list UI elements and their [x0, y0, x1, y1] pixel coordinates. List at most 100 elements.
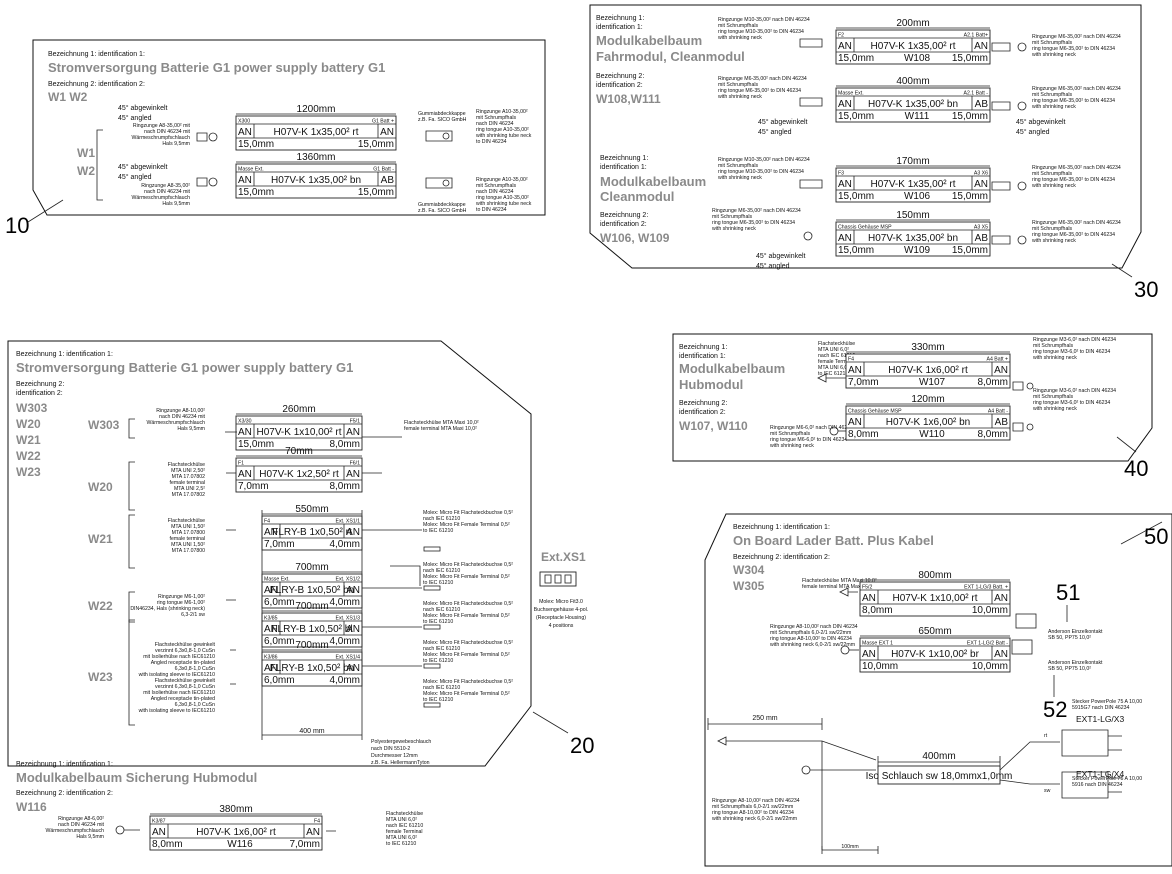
cable-length: 700mm: [295, 562, 328, 573]
p50-terms: [839, 587, 1037, 655]
note-line: MTA 17.07800: [172, 548, 205, 554]
cable-an-right: AN: [994, 649, 1008, 660]
note-line: Ringzunge M6-35,00² nach DIN 46234: [712, 208, 801, 214]
cable-id: W110: [919, 429, 945, 440]
p20-ext-label: Ext.XS1: [541, 550, 586, 564]
note-line: Molex: Micro Fit Female Terminal 0,5²: [423, 522, 510, 528]
cable-strip-left: 15,0mm: [238, 439, 274, 450]
note-line: Ringzunge A8-35,00² mit: [133, 123, 191, 129]
note-line: with shrinking neck: [1032, 52, 1076, 58]
note-line: Molex: Micro Fit Flachsteckbuchse 0,5²: [423, 640, 513, 646]
p10-ring-left-1: [196, 132, 218, 142]
note-line: with shrinking neck: [1032, 104, 1076, 110]
p30-ang-en-1: 45° angled: [758, 128, 792, 136]
note-line: Ringzunge A8-10,00² nach DIN 46234: [770, 624, 858, 630]
cable-an-left: AN: [264, 663, 278, 674]
cable-strip-right: 4,0mm: [329, 539, 360, 550]
cable-spec: H07V-K 1x35,00² rt: [870, 179, 955, 190]
note-line: with shrinking neck: [1033, 355, 1077, 361]
cable-strip-left: 7,0mm: [848, 377, 879, 388]
note-line: nach IEC 61210: [423, 646, 460, 652]
panel-10-outline: [32, 39, 546, 216]
p20-sec-bez1: Bezeichnung 1: identification 1:: [16, 761, 113, 768]
cable-an-left: AN: [838, 179, 852, 190]
cable-from: Chassis Gehäuse MSP: [838, 225, 892, 231]
note-line: to IEC 61210: [423, 580, 453, 586]
cable-an-right: AN: [346, 663, 360, 674]
cable-from: X300: [238, 119, 250, 125]
cable-label-box: [261, 612, 363, 648]
p10-ang-de-2: 45° abgewinkelt: [118, 163, 168, 171]
callout-30: 30: [1134, 277, 1158, 302]
p50-id-w305: W305: [733, 579, 765, 593]
note-line: 4 positions: [549, 623, 574, 629]
note-line: ring tongue M6-35,00² to DIN 46234: [718, 88, 801, 94]
cable-an-right: AB: [975, 99, 989, 110]
p20-dimension-400: 400 mm: [261, 510, 363, 740]
p20-row-w20: W20: [88, 480, 113, 494]
p30-bez1a-2: Bezeichnung 1:: [600, 155, 648, 162]
note-line: (Receptacle Housing): [536, 615, 586, 621]
note-line: Hals 9,5mm: [177, 426, 205, 432]
note-line: with isolating sleeve to IEC61210: [139, 708, 216, 714]
cable-label-box: [235, 415, 363, 451]
cable-spec: H07V-K 1x35,00² rt: [870, 41, 955, 52]
note-line: Wärmeschrumpfschlauch: [131, 135, 190, 141]
cable-an-left: AN: [238, 427, 252, 438]
cable-label-box: [149, 815, 323, 851]
p20-row-w21: W21: [88, 532, 113, 546]
note-line: female Terminal: [386, 829, 423, 835]
note-line: Ringzunge A8-35,00²: [141, 183, 190, 189]
cable-to: F6/1: [350, 461, 360, 467]
note-line: mit Schrumpfhals: [1032, 226, 1072, 232]
note-line: verzinnt 6,3x0,8-1,0 CuSn: [155, 648, 215, 654]
p30-bez2b-2: identification 2:: [600, 221, 647, 228]
cable-strip-left: 8,0mm: [848, 429, 879, 440]
note-line: nach IEC 61210: [423, 568, 460, 574]
cable-id: W109: [904, 245, 931, 256]
note-line: MTA UNI 6,0²: [818, 347, 849, 353]
cable-from: F4: [264, 519, 270, 525]
note-line: with shrinking tube neck: [476, 201, 532, 207]
p50-id-w304: W304: [733, 563, 765, 577]
cable-id: W116: [227, 839, 253, 850]
note-line: MTA 17.07800: [172, 530, 205, 536]
note-line: Ringzunge M3-6,0² nach DIN 46234: [1033, 337, 1116, 343]
cable-strip-right: 10,0mm: [972, 605, 1008, 616]
cable-from: Chassis Gehäuse MSP: [848, 409, 902, 415]
cable-an-right: AN: [994, 365, 1008, 376]
note-line: Ringzunge A8-10,00²: [156, 408, 205, 414]
cable-strip-left: 10,0mm: [862, 661, 898, 672]
cable-length: 330mm: [911, 342, 944, 353]
callout-10: 10: [5, 213, 29, 238]
note-line: nach IEC 61210: [818, 353, 855, 359]
panel-20: 20 Bezeichnung 1: identification 1: Stro…: [7, 340, 594, 851]
cable-an-left: AN: [264, 624, 278, 635]
note-line: with shrinking neck: [718, 35, 762, 41]
note-line: with shrinking neck 6,0-2/1 sw/22mm: [712, 816, 797, 822]
cable-spec: H07V-K 1x35,00² bn: [868, 233, 958, 244]
p20-molex-3: Molex: Micro Fit Flachsteckbuchse 0,5²na…: [423, 601, 513, 625]
cable-to: A2.1 Batt -: [963, 91, 988, 97]
note-line: Molex: Micro Fit Flachsteckbuchse 0,5²: [423, 510, 513, 516]
note-line: 5915G7 nach DIN 46234: [1072, 705, 1130, 711]
note-line: Flachsteckhülse: [168, 462, 205, 468]
note-line: Flachsteckhülse: [386, 811, 423, 817]
cable-to: A3 X6: [974, 171, 988, 177]
note-line: with shrinking neck: [1032, 238, 1076, 244]
